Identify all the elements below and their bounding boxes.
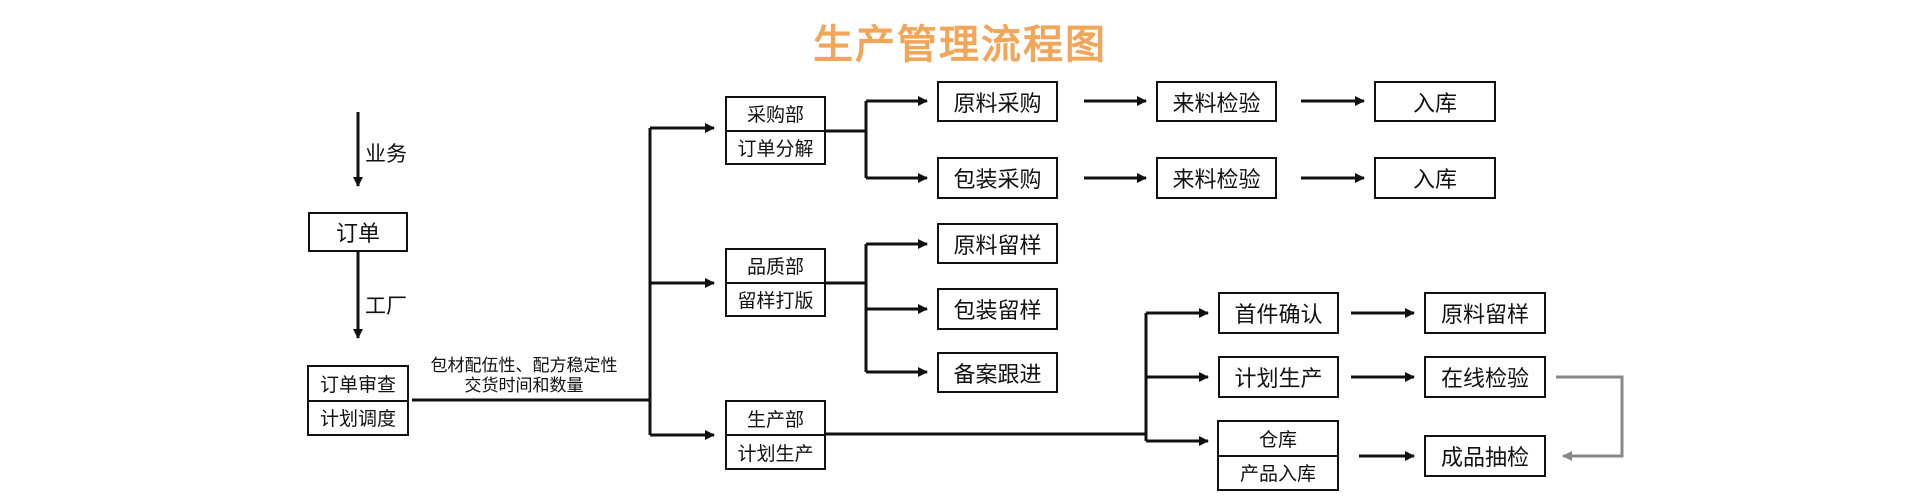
review-note: 包材配伍性、配方稳定性 交货时间和数量: [424, 356, 624, 396]
box-warehouse: 仓库 产品入库: [1217, 420, 1339, 491]
box-order-review: 订单审查 计划调度: [307, 365, 409, 436]
box-plan-production: 计划生产: [1218, 356, 1339, 398]
review-note-line1: 包材配伍性、配方稳定性: [430, 356, 618, 376]
box-first-piece: 首件确认: [1218, 292, 1339, 334]
box-stock-in-2: 入库: [1374, 157, 1496, 199]
dept-quality: 品质部 留样打版: [725, 248, 826, 317]
box-filing-followup: 备案跟进: [937, 352, 1058, 393]
dept-purchase-bottom: 订单分解: [727, 129, 824, 164]
dept-quality-bottom: 留样打版: [727, 281, 824, 316]
dept-production-bottom: 计划生产: [727, 434, 824, 468]
dept-quality-top: 品质部: [746, 256, 804, 279]
box-final-inspect: 成品抽检: [1424, 435, 1546, 477]
box-raw-purchase: 原料采购: [937, 81, 1058, 122]
warehouse-bottom: 产品入库: [1219, 454, 1337, 490]
box-incoming-inspect-1: 来料检验: [1156, 81, 1277, 122]
feedback-arrow: [1556, 375, 1624, 461]
box-pack-sample: 包装留样: [937, 288, 1058, 330]
box-pack-purchase: 包装采购: [937, 157, 1058, 199]
box-raw-sample: 原料留样: [937, 223, 1058, 264]
review-bottom: 计划调度: [309, 399, 407, 435]
box-incoming-inspect-2: 来料检验: [1156, 157, 1277, 199]
box-online-inspect: 在线检验: [1424, 356, 1546, 398]
dept-production-top: 生产部: [746, 408, 804, 431]
dept-production: 生产部 计划生产: [725, 400, 826, 470]
warehouse-top: 仓库: [1258, 428, 1297, 451]
dept-purchase: 采购部 订单分解: [725, 96, 826, 165]
page-title: 生产管理流程图: [813, 22, 1107, 68]
dept-purchase-top: 采购部: [746, 104, 804, 127]
review-note-line2: 交货时间和数量: [464, 376, 584, 396]
review-top: 订单审查: [319, 373, 396, 396]
box-order: 订单: [308, 212, 408, 252]
box-raw-sample-2: 原料留样: [1424, 292, 1546, 334]
label-business: 业务: [365, 142, 407, 166]
label-factory: 工厂: [365, 294, 407, 318]
box-stock-in-1: 入库: [1374, 81, 1496, 122]
